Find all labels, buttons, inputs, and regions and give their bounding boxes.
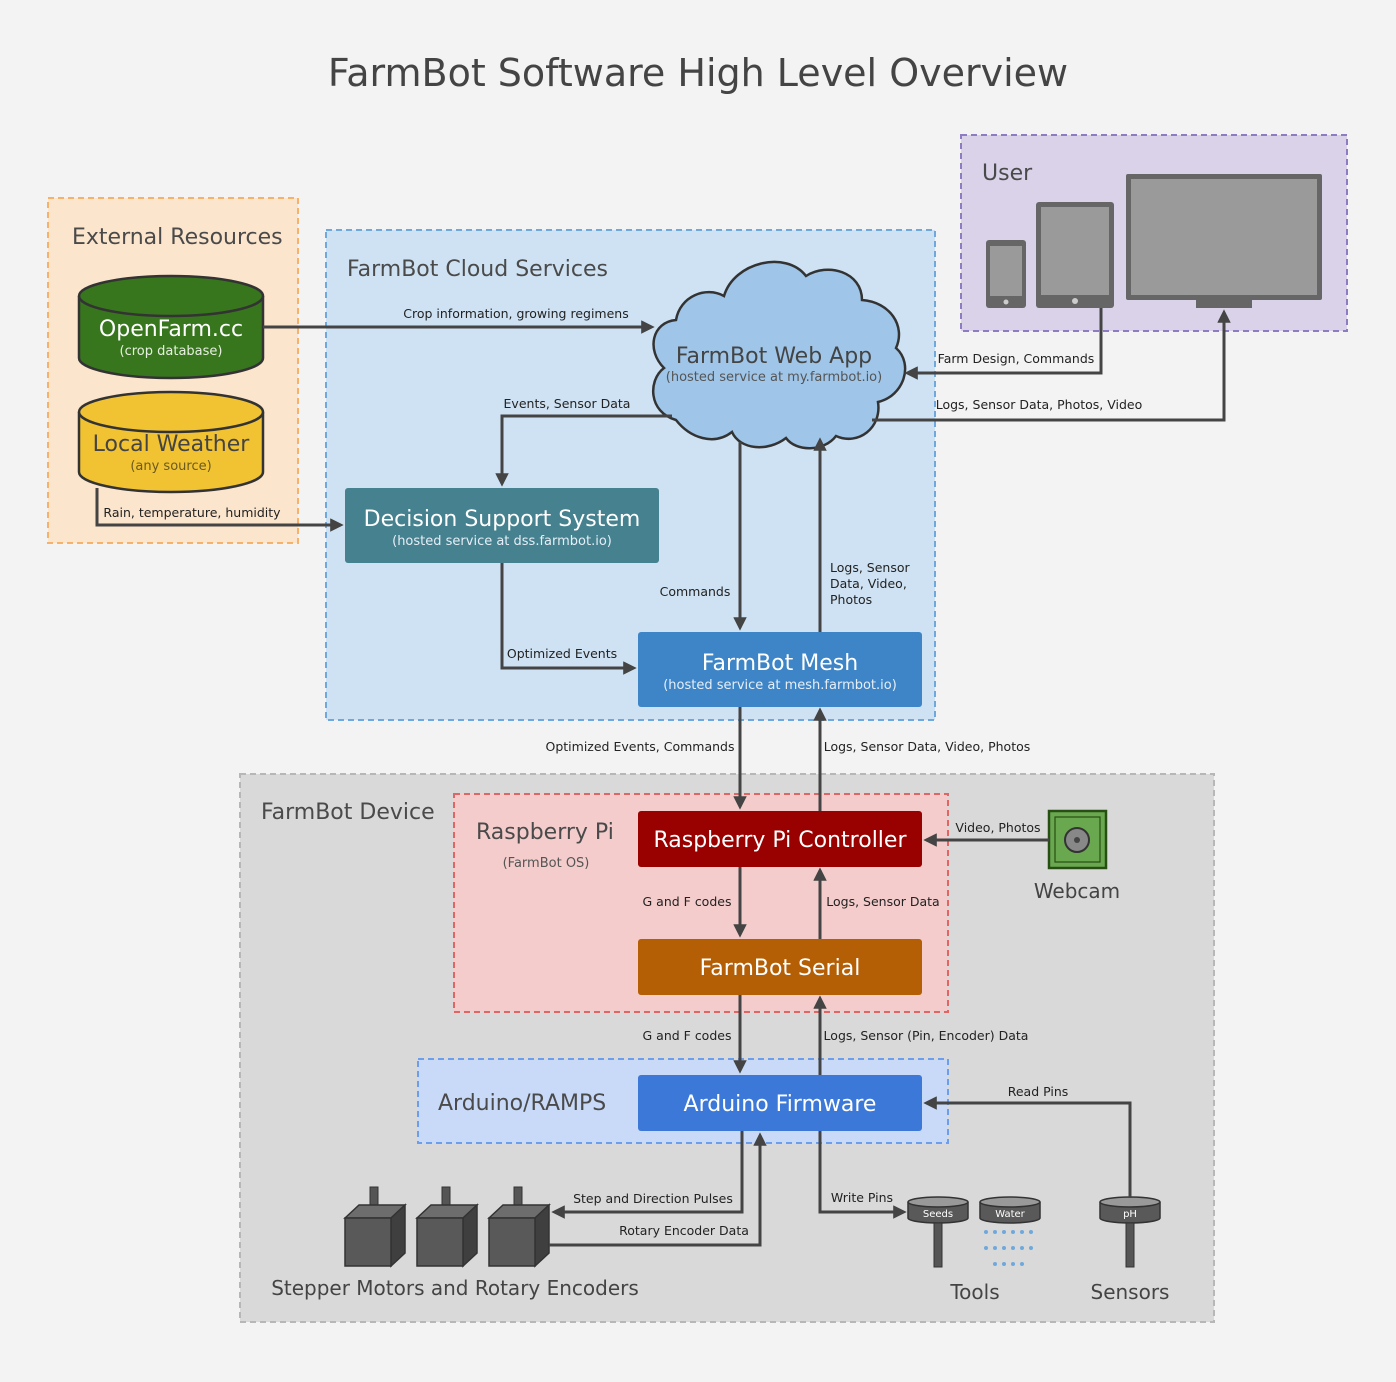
edge-label-logs-mesh-1: Logs, Sensor [830, 560, 910, 575]
connectors [95, 308, 1231, 1247]
raspberry-pi-os-label: (FarmBot OS) [503, 856, 590, 871]
edge-rain [95, 488, 344, 532]
sensors-label: Sensors [1091, 1280, 1170, 1304]
edge-write-pins [818, 1131, 907, 1219]
openfarm-subtitle: (crop database) [120, 344, 223, 359]
edge-label-gf-codes-1: G and F codes [643, 894, 732, 909]
edge-label-crop-info: Crop information, growing regimens [403, 306, 628, 321]
edge-label-logs-mesh-3: Photos [830, 592, 872, 607]
water-droplets-icon [984, 1230, 1033, 1266]
stepper-motor-icon [487, 1186, 551, 1268]
openfarm-title: OpenFarm.cc [99, 317, 243, 342]
phone-icon [986, 240, 1026, 308]
stepper-motor-icon [343, 1186, 407, 1268]
local-weather-subtitle: (any source) [130, 459, 211, 474]
edge-logs-user [872, 309, 1231, 422]
edge-read-pins [923, 1096, 1132, 1198]
rpi-controller-node: Raspberry Pi Controller [638, 811, 922, 867]
user-label: User [982, 161, 1033, 186]
edge-label-rain: Rain, temperature, humidity [103, 505, 281, 520]
decision-support-node: Decision Support System (hosted service … [345, 488, 659, 563]
mesh-title: FarmBot Mesh [702, 651, 858, 676]
openfarm-node: OpenFarm.cc (crop database) [77, 274, 265, 380]
edge-rotary [549, 1132, 767, 1247]
web-app-node: FarmBot Web App (hosted service at my.fa… [651, 260, 907, 450]
edge-label-video-photos: Video, Photos [955, 820, 1040, 835]
edge-step-dir [551, 1131, 744, 1219]
webcam-icon [1047, 809, 1108, 870]
mesh-node: FarmBot Mesh (hosted service at mesh.far… [638, 632, 922, 707]
local-weather-title: Local Weather [93, 432, 251, 457]
web-app-subtitle: (hosted service at my.farmbot.io) [666, 370, 882, 385]
decision-support-subtitle: (hosted service at dss.farmbot.io) [392, 534, 612, 549]
edge-label-logs-pin: Logs, Sensor (Pin, Encoder) Data [824, 1028, 1029, 1043]
edge-label-gf-codes-2: G and F codes [643, 1028, 732, 1043]
webcam-label: Webcam [1034, 879, 1120, 903]
stepper-motor-icons [343, 1186, 551, 1268]
water-tool-icon: Water [979, 1196, 1041, 1266]
ph-sensor-icon: pH [1099, 1196, 1161, 1268]
edge-label-logs-sensor: Logs, Sensor Data [826, 894, 939, 909]
arduino-label: Arduino/RAMPS [438, 1091, 606, 1116]
edge-label-events-sensor: Events, Sensor Data [504, 396, 631, 411]
edge-farm-design [904, 308, 1103, 380]
edge-optimized-events [500, 563, 637, 675]
external-resources-label: External Resources [72, 225, 283, 250]
edge-label-farm-design: Farm Design, Commands [938, 351, 1095, 366]
edge-label-opt-events-commands: Optimized Events, Commands [546, 739, 735, 754]
device-label: FarmBot Device [261, 800, 435, 825]
cloud-services-label: FarmBot Cloud Services [347, 257, 608, 282]
raspberry-pi-label: Raspberry Pi [476, 820, 614, 845]
mesh-subtitle: (hosted service at mesh.farmbot.io) [663, 678, 897, 693]
seeds-tool-icon: Seeds [907, 1196, 969, 1268]
edge-label-write-pins: Write Pins [831, 1190, 893, 1205]
serial-title: FarmBot Serial [700, 956, 861, 981]
ph-label: pH [1123, 1209, 1137, 1220]
monitor-icon [1126, 174, 1322, 308]
rpi-controller-title: Raspberry Pi Controller [653, 828, 907, 853]
edge-label-step-dir: Step and Direction Pulses [573, 1191, 733, 1206]
edge-events-sensor [495, 414, 672, 487]
edge-label-rotary: Rotary Encoder Data [619, 1223, 749, 1238]
serial-node: FarmBot Serial [638, 939, 922, 995]
firmware-node: Arduino Firmware [638, 1075, 922, 1131]
edge-label-optimized-events: Optimized Events [507, 646, 617, 661]
water-label: Water [995, 1209, 1025, 1220]
page-title: FarmBot Software High Level Overview [328, 51, 1068, 95]
edge-label-logs-mesh-2: Data, Video, [830, 576, 907, 591]
tablet-icon [1036, 202, 1114, 308]
edge-label-logs-user: Logs, Sensor Data, Photos, Video [936, 397, 1143, 412]
local-weather-node: Local Weather (any source) [77, 390, 265, 494]
firmware-title: Arduino Firmware [684, 1092, 877, 1117]
web-app-title: FarmBot Web App [676, 344, 872, 369]
stepper-motor-icon [415, 1186, 479, 1268]
motors-label: Stepper Motors and Rotary Encoders [271, 1276, 639, 1300]
decision-support-title: Decision Support System [364, 507, 641, 532]
edge-label-read-pins: Read Pins [1008, 1084, 1069, 1099]
tools-label: Tools [949, 1280, 999, 1304]
edge-label-commands: Commands [660, 584, 731, 599]
edge-label-logs-to-mesh: Logs, Sensor Data, Video, Photos [824, 739, 1031, 754]
seeds-label: Seeds [923, 1209, 953, 1220]
